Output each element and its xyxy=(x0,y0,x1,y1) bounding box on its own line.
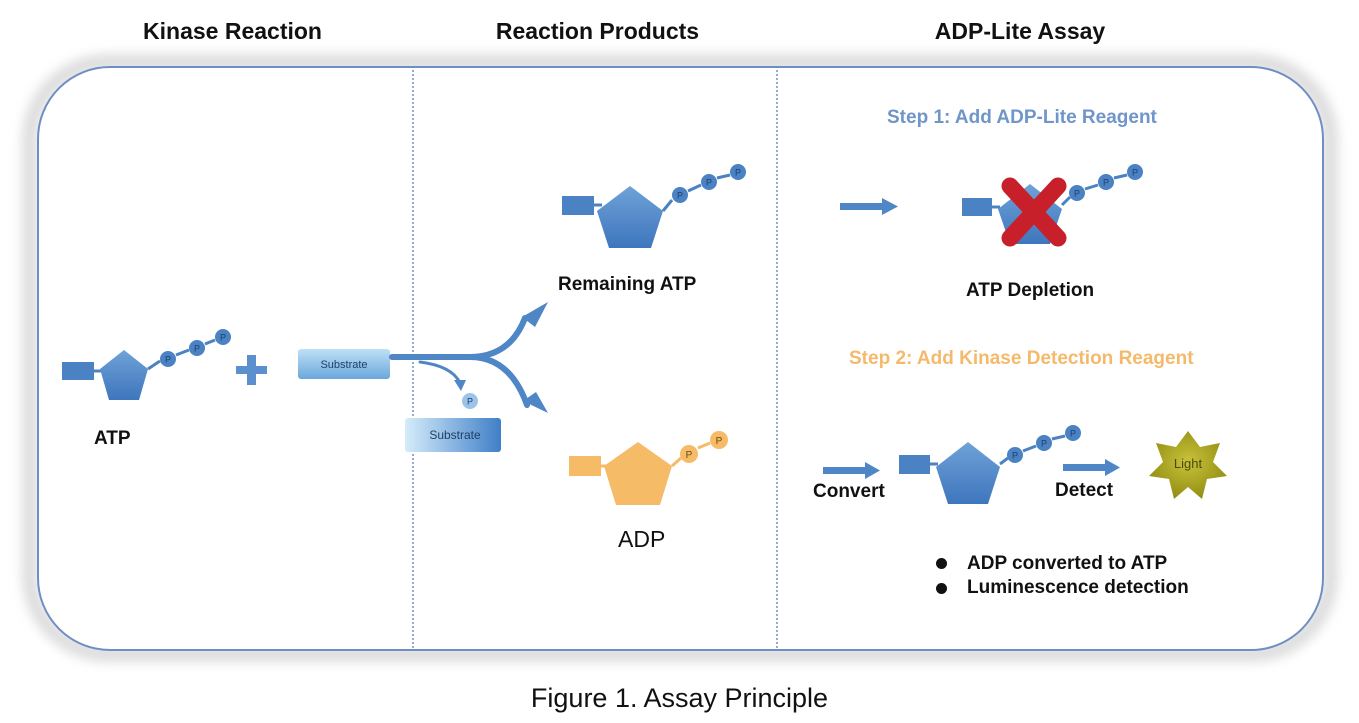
arrow-head-down xyxy=(523,392,548,413)
svg-text:Light: Light xyxy=(1174,456,1203,471)
bullet-dot-2 xyxy=(936,583,947,594)
detect-label: Detect xyxy=(1055,480,1114,501)
phosphorylated-substrate: P Substrate xyxy=(405,393,501,452)
svg-text:Substrate: Substrate xyxy=(320,359,367,371)
adp-molecule-icon: P P xyxy=(569,431,728,505)
svg-text:P: P xyxy=(677,191,683,201)
svg-text:P: P xyxy=(1012,451,1018,461)
arrow-head-up xyxy=(522,302,548,327)
svg-text:P: P xyxy=(706,178,712,188)
svg-text:P: P xyxy=(1074,189,1080,199)
bullet-text-1: ADP converted to ATP xyxy=(967,553,1168,574)
red-cross-icon xyxy=(1001,177,1067,247)
step1-label: Step 1: Add ADP-Lite Reagent xyxy=(887,107,1157,128)
frame-shadow xyxy=(23,55,1337,661)
plus-icon xyxy=(236,355,267,385)
detect-arrow xyxy=(1063,459,1120,476)
converted-atp-molecule-icon: P P P xyxy=(899,425,1081,504)
light-star-icon: Light xyxy=(1149,431,1227,499)
remaining-atp-molecule-icon: P P P xyxy=(562,164,746,248)
header-adp-lite-assay: ADP-Lite Assay xyxy=(934,18,1106,44)
svg-text:P: P xyxy=(1132,168,1138,178)
bullet-dot-1 xyxy=(936,558,947,569)
step1-arrow xyxy=(840,198,898,215)
arrow-head-small xyxy=(454,380,466,391)
svg-text:P: P xyxy=(1041,439,1047,449)
bullet-text-2: Luminescence detection xyxy=(967,577,1189,598)
svg-text:P: P xyxy=(1103,178,1109,188)
atp-molecule-icon: P P P xyxy=(62,329,231,400)
header-kinase-reaction: Kinase Reaction xyxy=(143,18,322,44)
convert-label: Convert xyxy=(813,481,885,502)
remaining-atp-label: Remaining ATP xyxy=(558,274,697,295)
step2-label: Step 2: Add Kinase Detection Reagent xyxy=(849,348,1194,369)
substrate-box: Substrate xyxy=(298,349,390,379)
svg-text:P: P xyxy=(220,333,226,343)
convert-arrow xyxy=(823,462,880,479)
svg-text:Substrate: Substrate xyxy=(429,428,481,442)
svg-text:P: P xyxy=(716,436,723,447)
svg-text:P: P xyxy=(467,397,473,407)
atp-label: ATP xyxy=(94,428,131,449)
adp-label: ADP xyxy=(618,526,666,552)
header-reaction-products: Reaction Products xyxy=(495,18,700,44)
svg-text:P: P xyxy=(1070,429,1076,439)
figure-caption: Figure 1. Assay Principle xyxy=(530,683,829,713)
svg-text:P: P xyxy=(686,450,693,461)
svg-text:P: P xyxy=(165,355,171,365)
svg-text:P: P xyxy=(735,168,741,178)
atp-depletion-label: ATP Depletion xyxy=(966,280,1095,301)
svg-text:P: P xyxy=(194,344,200,354)
